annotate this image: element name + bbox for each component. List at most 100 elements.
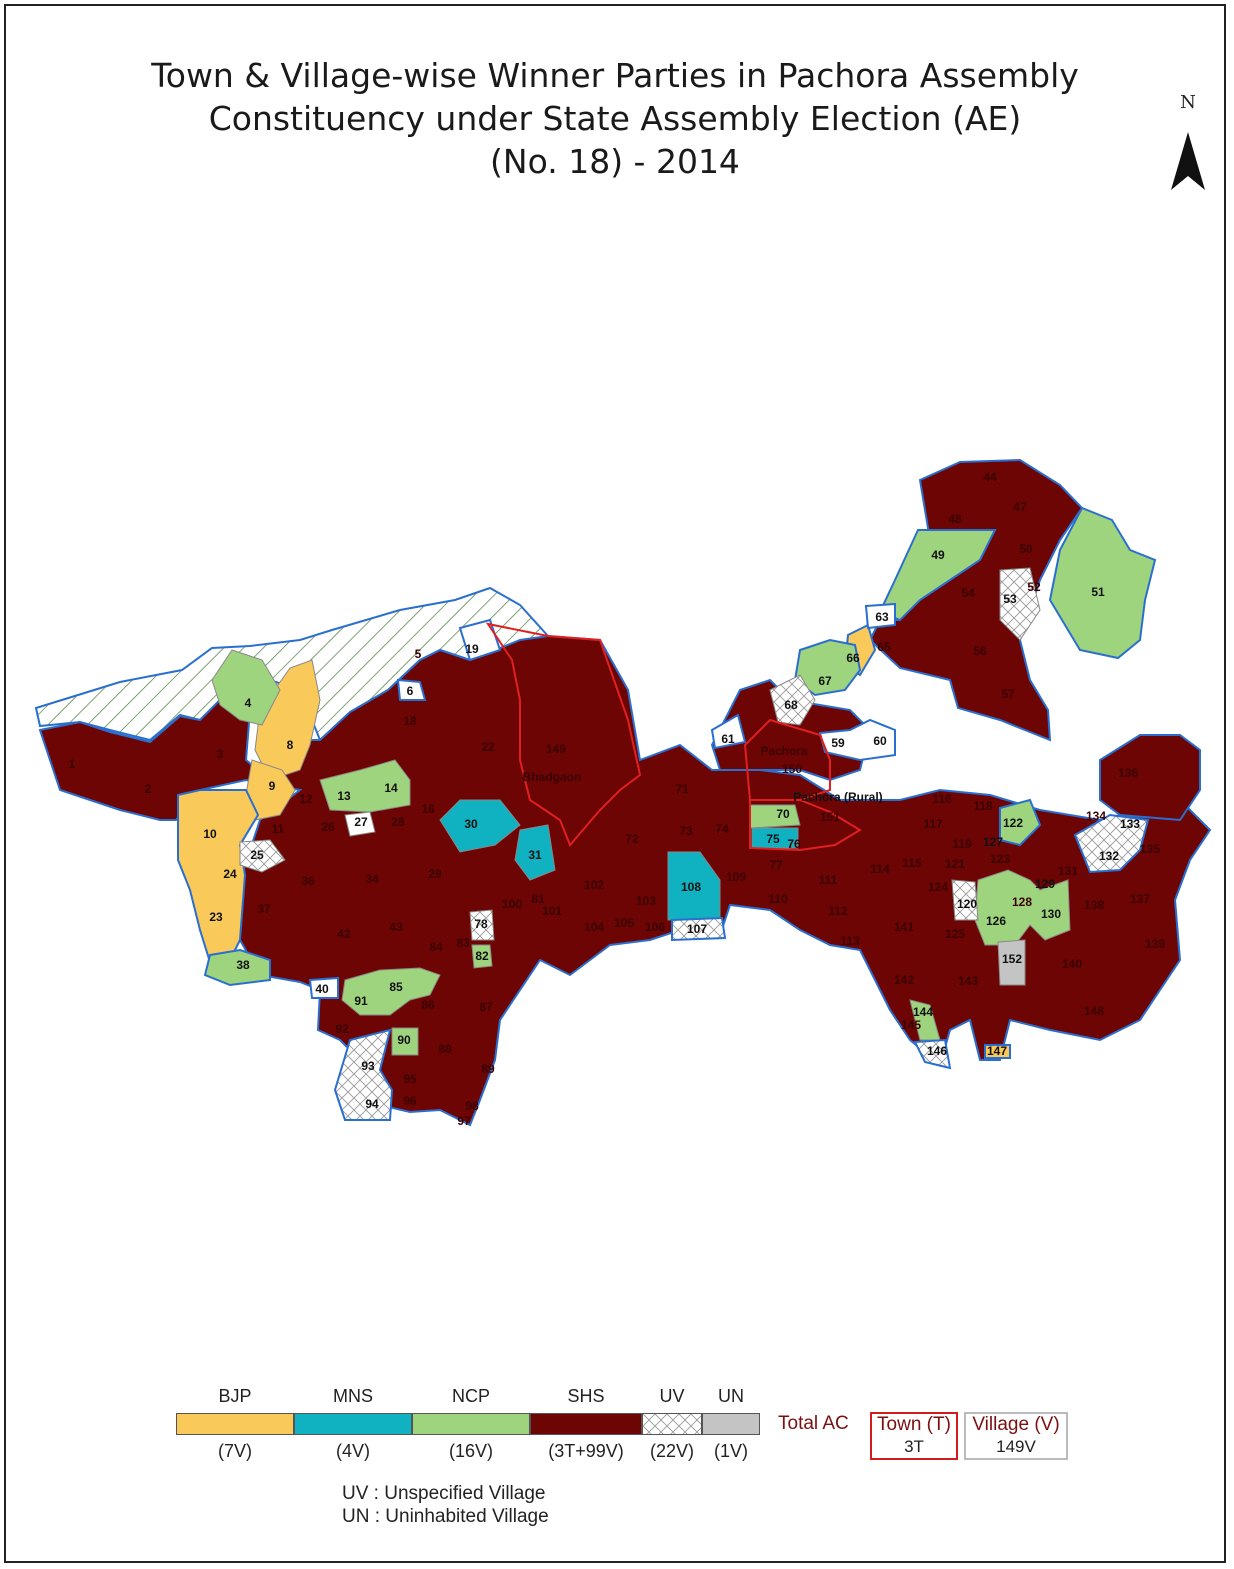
legend-town-box: Town (T) 3T (870, 1412, 958, 1460)
ncp-region-126 (999, 798, 1042, 847)
village-label: 149 (546, 742, 566, 756)
village-label: 30 (464, 817, 478, 831)
legend-village-box: Village (V) 149V (964, 1412, 1068, 1460)
village-label: 4 (245, 696, 252, 710)
village-label: 96 (403, 1094, 417, 1108)
village-label: 126 (986, 914, 1006, 928)
village-label: 141 (894, 920, 914, 934)
mns-region-30 (439, 799, 521, 853)
village-label: 53 (1003, 592, 1017, 606)
village-label: 107 (687, 922, 707, 936)
village-label: 70 (776, 807, 790, 821)
legend-count-ncp: (16V) (448, 1441, 493, 1461)
village-label: 123 (990, 852, 1010, 866)
legend-count-shs: (3T+99V) (548, 1441, 624, 1461)
village-label: 5 (415, 647, 422, 661)
village-label: 47 (1013, 500, 1027, 514)
village-label: 2 (145, 782, 152, 796)
north-label: N (1180, 92, 1196, 113)
uv-region-61 (710, 713, 747, 750)
village-label: 82 (475, 949, 489, 963)
ncp-region-70 (749, 804, 801, 829)
village-label: 90 (397, 1033, 411, 1047)
uv-region-53 (999, 567, 1041, 641)
village-label: 22 (481, 740, 495, 754)
town-boundary-pachora-rural (749, 799, 862, 852)
uv-region-25 (239, 839, 286, 873)
bjp-region-10-23-24 (177, 789, 260, 964)
village-label: 14 (384, 781, 398, 795)
village-label: 91 (354, 994, 368, 1008)
village-label: 112 (828, 904, 848, 918)
village-label: 12 (299, 792, 313, 806)
village-label: 139 (1145, 937, 1165, 951)
village-label: 98 (465, 1099, 479, 1113)
village-label: 71 (675, 782, 689, 796)
village-label: 61 (721, 732, 735, 746)
legend-swatch-uv (642, 1413, 702, 1435)
village-label: 119 (952, 837, 972, 851)
village-label: 85 (389, 980, 403, 994)
ncp-region-38 (203, 948, 271, 987)
village-label: 68 (784, 698, 798, 712)
village-label: 48 (948, 512, 962, 526)
village-label: 106 (645, 920, 665, 934)
village-label: 117 (923, 817, 943, 831)
village-label: 152 (1002, 952, 1022, 966)
legend-town-value: 3T (904, 1437, 924, 1456)
village-label: 86 (421, 998, 435, 1012)
uv-region-27 (344, 811, 376, 837)
village-label: 127 (983, 835, 1003, 849)
uv-region-78 (469, 909, 495, 941)
village-label: 111 (819, 873, 838, 887)
village-label: 144 (913, 1005, 933, 1019)
uv-region-63 (864, 602, 896, 630)
village-label: 95 (403, 1072, 417, 1086)
ncp-region-82 (471, 944, 493, 969)
legend-label-shs: SHS (567, 1386, 605, 1406)
village-label: 147 (987, 1044, 1007, 1058)
village-label: 88 (438, 1042, 452, 1056)
village-label: 65 (877, 640, 891, 654)
map-title-line-3: (No. 18) - 2014 (490, 142, 740, 181)
village-label: 76 (787, 837, 801, 851)
legend-town-label: Town (T) (877, 1414, 951, 1435)
legend-note-uv: UV : Unspecified Village (342, 1483, 546, 1504)
map-village-labels: 1 2 3 4 5 6 8 9 10 11 12 13 14 16 18 19 … (69, 470, 1166, 1128)
village-label: 142 (894, 973, 914, 987)
legend-count-mns: (4V) (335, 1441, 370, 1461)
village-label: 135 (1140, 842, 1160, 856)
village-label: 125 (945, 927, 965, 941)
village-label: 13 (337, 789, 351, 803)
legend-swatch-shs (530, 1413, 642, 1435)
village-label: 94 (365, 1097, 379, 1111)
village-label: 143 (958, 974, 978, 988)
village-label: 44 (983, 470, 997, 484)
legend-swatch-mns (294, 1413, 412, 1435)
uv-region-19 (458, 618, 502, 662)
village-label: 113 (840, 934, 860, 948)
village-label: 9 (269, 779, 276, 793)
town-boundary-bhadgaon (485, 622, 642, 847)
village-label: 100 (502, 897, 522, 911)
village-label: 40 (315, 982, 329, 996)
village-label: 59 (831, 736, 845, 750)
map-title-line-2: Constituency under State Assembly Electi… (208, 99, 1022, 138)
ncp-region-13-14 (319, 759, 411, 813)
village-label: 10 (203, 827, 217, 841)
village-label: 74 (715, 822, 729, 836)
village-label: 37 (257, 902, 271, 916)
mns-region-31 (514, 824, 556, 881)
legend-count-uv: (22V) (649, 1441, 694, 1461)
village-label: 150 (782, 762, 802, 776)
village-label: 134 (1086, 809, 1106, 823)
village-label: 73 (679, 824, 693, 838)
village-label: 31 (528, 848, 542, 862)
town-label-bhadgaon: Bhadgaon (523, 770, 582, 784)
village-label: 78 (474, 917, 488, 931)
village-label: 57 (1001, 687, 1015, 701)
village-label: 101 (542, 904, 562, 918)
ncp-region-90 (391, 1027, 419, 1056)
legend-label-uv: UV (659, 1386, 685, 1406)
village-label: 121 (945, 857, 965, 871)
